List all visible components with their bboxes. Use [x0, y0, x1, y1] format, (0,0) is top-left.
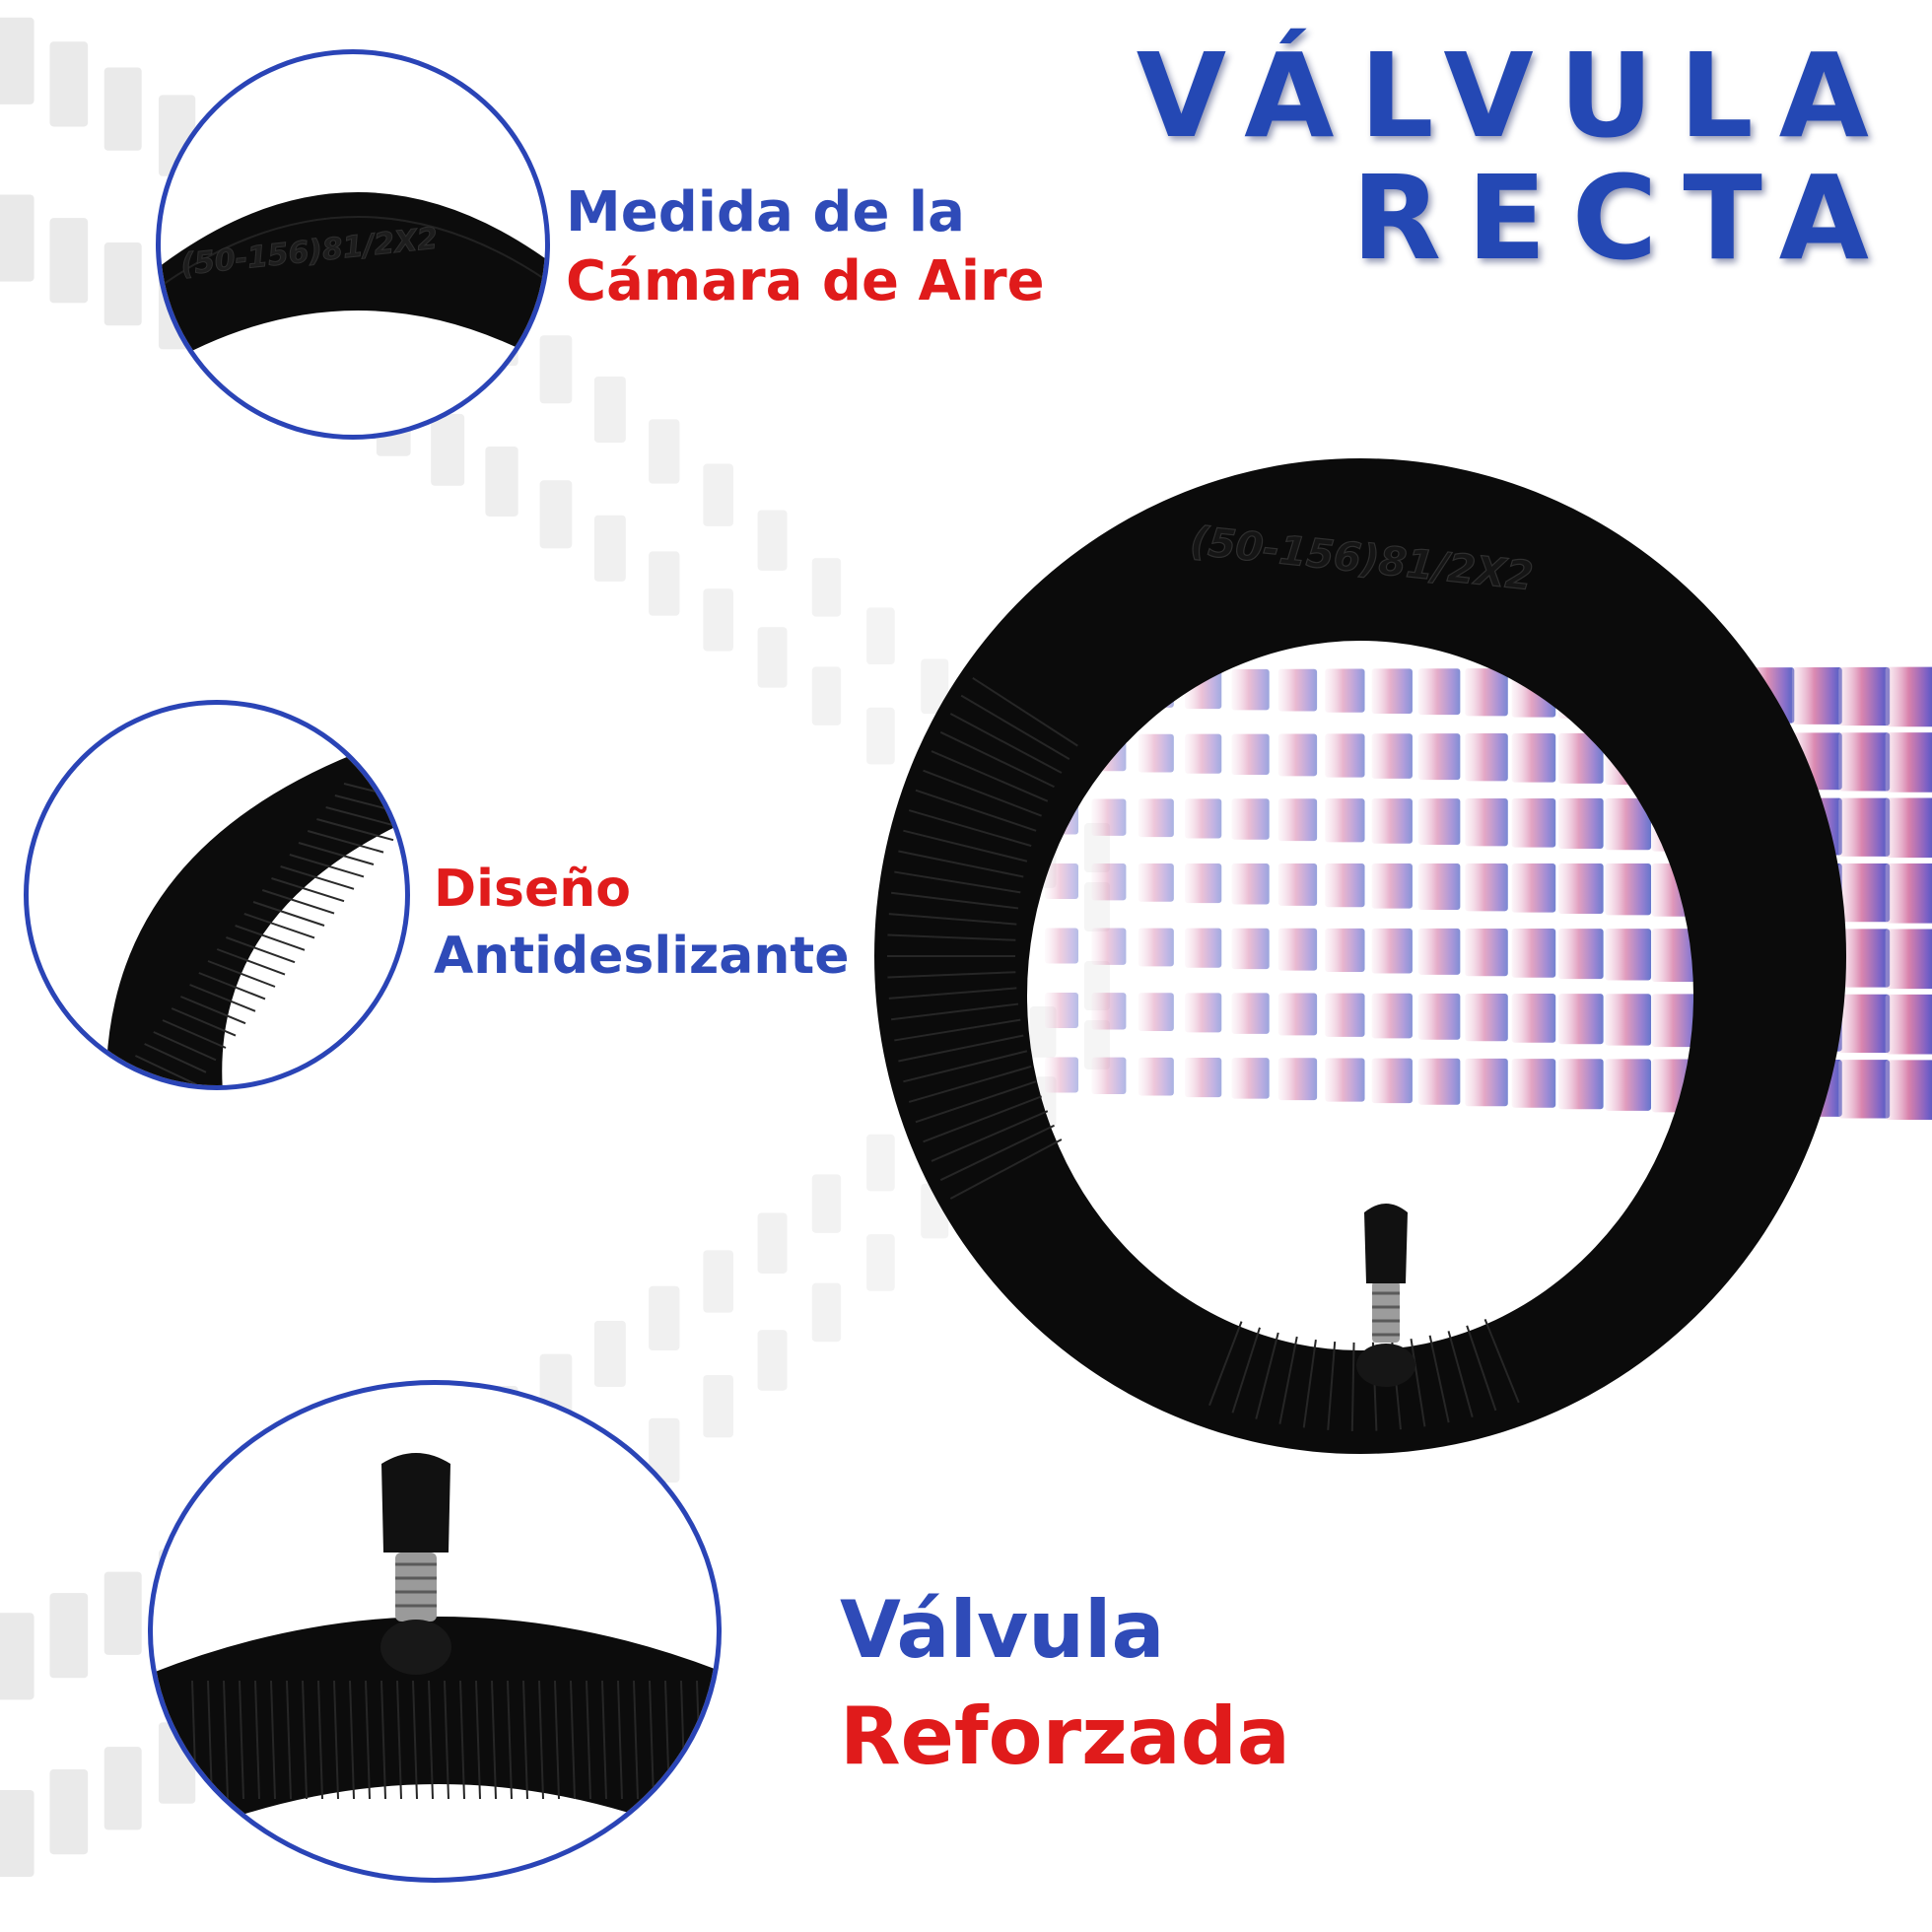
feature-1-line-2: Cámara de Aire	[566, 249, 1045, 313]
feature-3-line-2: Reforzada	[840, 1690, 1290, 1782]
inner-tube-icon: (50-156)81/2X2	[874, 458, 1846, 1454]
tube-tread-closeup-icon	[105, 754, 405, 1085]
tube-size-closeup-icon: (50-156)81/2X2	[161, 192, 545, 368]
tube-valve-closeup-icon	[153, 1453, 717, 1849]
title-line-2: RECTA	[1351, 150, 1895, 286]
inset-size-marking: (50-156)81/2X2	[156, 49, 550, 440]
feature-2-line-2: Antideslizante	[434, 927, 850, 986]
inset-anti-slip	[24, 700, 410, 1090]
feature-2-line-1: Diseño	[434, 860, 631, 919]
valve-stem-icon	[1356, 1204, 1415, 1387]
inset-reinforced-valve	[148, 1380, 722, 1883]
feature-1-line-1: Medida de la	[566, 180, 965, 244]
feature-3-line-1: Válvula	[840, 1584, 1165, 1676]
title-line-1: VÁLVULA	[1136, 28, 1895, 164]
